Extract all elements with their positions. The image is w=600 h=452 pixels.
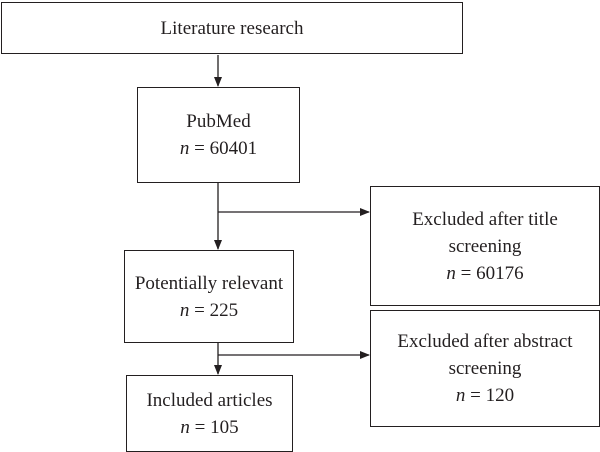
pubmed-count-value: = 60401	[194, 138, 258, 159]
included-articles-count-value: = 105	[194, 416, 239, 438]
excluded-abstract-label-line1: Excluded after abstract	[397, 331, 573, 352]
pubmed-label: PubMed	[186, 111, 251, 132]
included-articles-box: Included articles n = 105	[126, 375, 293, 452]
excluded-abstract-label-line2: screening	[448, 358, 522, 379]
potentially-relevant-count-variable: n	[179, 299, 190, 321]
pubmed-box: PubMed n = 60401	[137, 87, 300, 183]
excluded-title-count-variable: n	[446, 262, 456, 284]
excluded-title-screening-box: Excluded after title screening n = 60176	[370, 186, 600, 306]
included-articles-label: Included articles	[146, 389, 273, 411]
excluded-abstract-count-variable: n	[455, 385, 466, 406]
literature-research-label: Literature research	[160, 17, 304, 39]
pubmed-count-variable: n	[179, 138, 190, 159]
excluded-abstract-screening-box: Excluded after abstract screening n = 12…	[370, 310, 600, 427]
potentially-relevant-count-value: = 225	[194, 299, 239, 321]
potentially-relevant-box: Potentially relevant n = 225	[124, 250, 294, 343]
pubmed-count: n = 60401	[180, 135, 257, 162]
excluded-title-count: n = 60176	[446, 260, 523, 287]
literature-research-box: Literature research	[1, 2, 463, 54]
included-articles-count: n = 105	[180, 414, 238, 441]
excluded-title-label-line2: screening	[448, 235, 522, 257]
potentially-relevant-count: n = 225	[180, 297, 238, 324]
potentially-relevant-label: Potentially relevant	[134, 272, 284, 294]
excluded-abstract-count-value: = 120	[470, 385, 515, 406]
excluded-title-label-line1: Excluded after title	[412, 208, 558, 230]
included-articles-count-variable: n	[180, 416, 190, 438]
excluded-title-count-value: = 60176	[460, 262, 524, 284]
excluded-abstract-count: n = 120	[456, 382, 514, 409]
